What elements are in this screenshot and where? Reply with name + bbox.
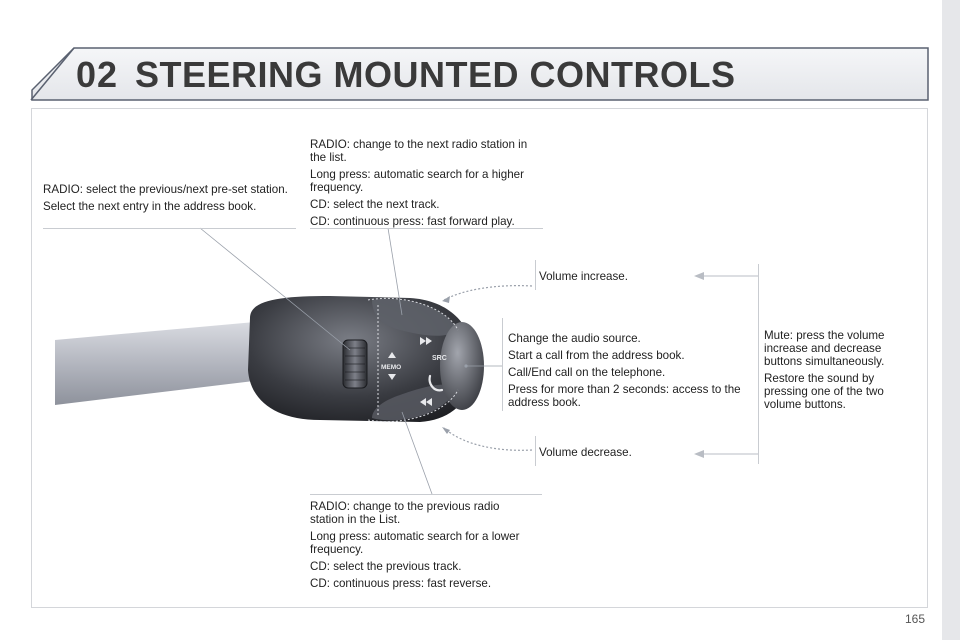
src-label: SRC <box>432 355 447 362</box>
volume-up-arrow <box>443 285 533 301</box>
callout-next-station-rule <box>310 228 543 229</box>
callout-prev-station-line-1: RADIO: change to the previous radio stat… <box>310 500 500 526</box>
callout-source-line-2: Start a call from the address book. <box>508 349 685 362</box>
callout-next-station-line-1: RADIO: change to the next radio station … <box>310 138 528 164</box>
callout-prev-station-line-4: CD: continuous press: fast reverse. <box>310 577 492 590</box>
callout-source-line-3: Call/End call on the telephone. <box>508 366 666 379</box>
callout-preset-line-2: Select the next entry in the address boo… <box>43 200 257 213</box>
stalk-lower-pad <box>372 384 458 421</box>
callout-next-station-line-2: Long press: automatic search for a highe… <box>310 168 524 194</box>
callout-volume-down: Volume decrease. <box>539 446 632 459</box>
callout-mute: Mute: press the volume increase and decr… <box>764 329 914 415</box>
callout-volume-up: Volume increase. <box>539 270 628 283</box>
callout-next-station-line-3: CD: select the next track. <box>310 198 440 211</box>
callout-source-bar <box>502 318 503 411</box>
fast-forward-icon <box>420 337 432 345</box>
phone-icon <box>428 374 444 392</box>
page-number: 165 <box>905 612 926 626</box>
header-tab-outline <box>30 47 929 101</box>
leader-source-dot <box>464 364 468 368</box>
callout-prev-station-line-3: CD: select the previous track. <box>310 560 462 573</box>
callout-preset-line-1: RADIO: select the previous/next pre-set … <box>43 183 288 196</box>
callout-source-line-4: Press for more than 2 seconds: access to… <box>508 383 741 409</box>
callout-prev-station: RADIO: change to the previous radio stat… <box>310 500 532 594</box>
callout-mute-line-2: Restore the sound by pressing one of the… <box>764 372 884 411</box>
leader-preset <box>199 227 351 351</box>
stalk-end-cap <box>440 322 484 410</box>
page-title: STEERING MOUNTED CONTROLS <box>135 54 736 95</box>
callout-mute-bar <box>758 264 759 464</box>
volume-down-arrow <box>443 427 533 451</box>
memo-down-icon <box>388 374 396 380</box>
callout-prev-station-line-2: Long press: automatic search for a lower… <box>310 530 520 556</box>
callout-volume-up-bar <box>535 260 536 290</box>
rewind-icon <box>420 398 432 406</box>
page-edge-strip <box>942 0 960 640</box>
callout-mute-line-1: Mute: press the volume increase and decr… <box>764 329 885 368</box>
stalk-arm <box>55 322 262 405</box>
callout-preset-rule <box>43 228 296 229</box>
chapter-number: 02 <box>76 54 119 95</box>
mute-arrow-bottom <box>694 450 704 458</box>
callout-prev-station-rule <box>310 494 542 495</box>
callout-volume-down-bar <box>535 436 536 466</box>
callout-source: Change the audio source. Start a call fr… <box>508 332 750 413</box>
callout-next-station: RADIO: change to the next radio station … <box>310 138 542 232</box>
callout-preset: RADIO: select the previous/next pre-set … <box>43 183 293 217</box>
memo-up-icon <box>388 352 396 358</box>
callout-next-station-line-4: CD: continuous press: fast forward play. <box>310 215 515 228</box>
stalk-upper-pad <box>372 298 458 336</box>
chapter-header: 02 STEERING MOUNTED CONTROLS <box>0 0 942 110</box>
callout-source-line-1: Change the audio source. <box>508 332 641 345</box>
memo-label: MEMO <box>381 364 401 371</box>
mute-arrow-top <box>694 272 704 280</box>
leader-next-station <box>387 227 403 316</box>
leader-prev-station <box>401 411 433 495</box>
